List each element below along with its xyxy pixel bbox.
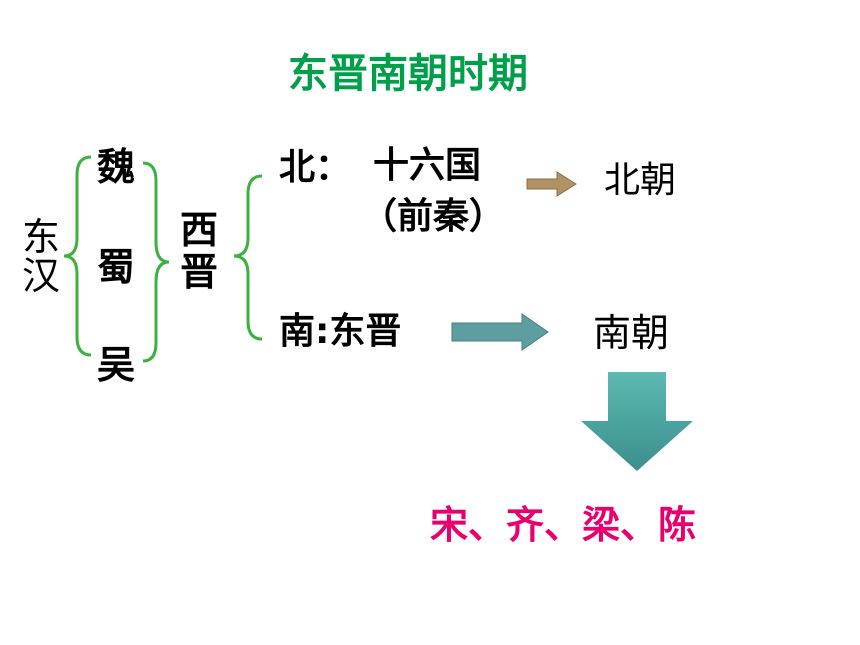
southern-dynasties-label: 南朝 — [593, 311, 670, 355]
down-arrow-icon — [581, 372, 693, 471]
left-brace-icon — [63, 155, 92, 357]
south-label: 南:东晋 — [279, 311, 402, 352]
kingdom-shu: 蜀 — [97, 245, 136, 289]
branch-brace-icon — [233, 174, 263, 341]
northern-dynasties-label: 北朝 — [604, 160, 677, 201]
south-arrow-icon — [451, 313, 549, 351]
right-brace-icon — [142, 161, 170, 363]
north-states: 十六国 — [373, 145, 482, 186]
north-arrow-icon — [526, 171, 577, 197]
kingdom-wu: 吴 — [97, 343, 136, 387]
southern-dynasties-list: 宋、齐、梁、陈 — [430, 503, 697, 547]
western-jin-label: 西晋 — [180, 208, 219, 294]
north-label: 北： — [279, 147, 352, 188]
page-title: 东晋南朝时期 — [288, 51, 528, 97]
north-note: （前秦） — [361, 196, 506, 237]
eastern-han-label: 东汉 — [22, 215, 61, 298]
kingdom-wei: 魏 — [97, 145, 136, 189]
